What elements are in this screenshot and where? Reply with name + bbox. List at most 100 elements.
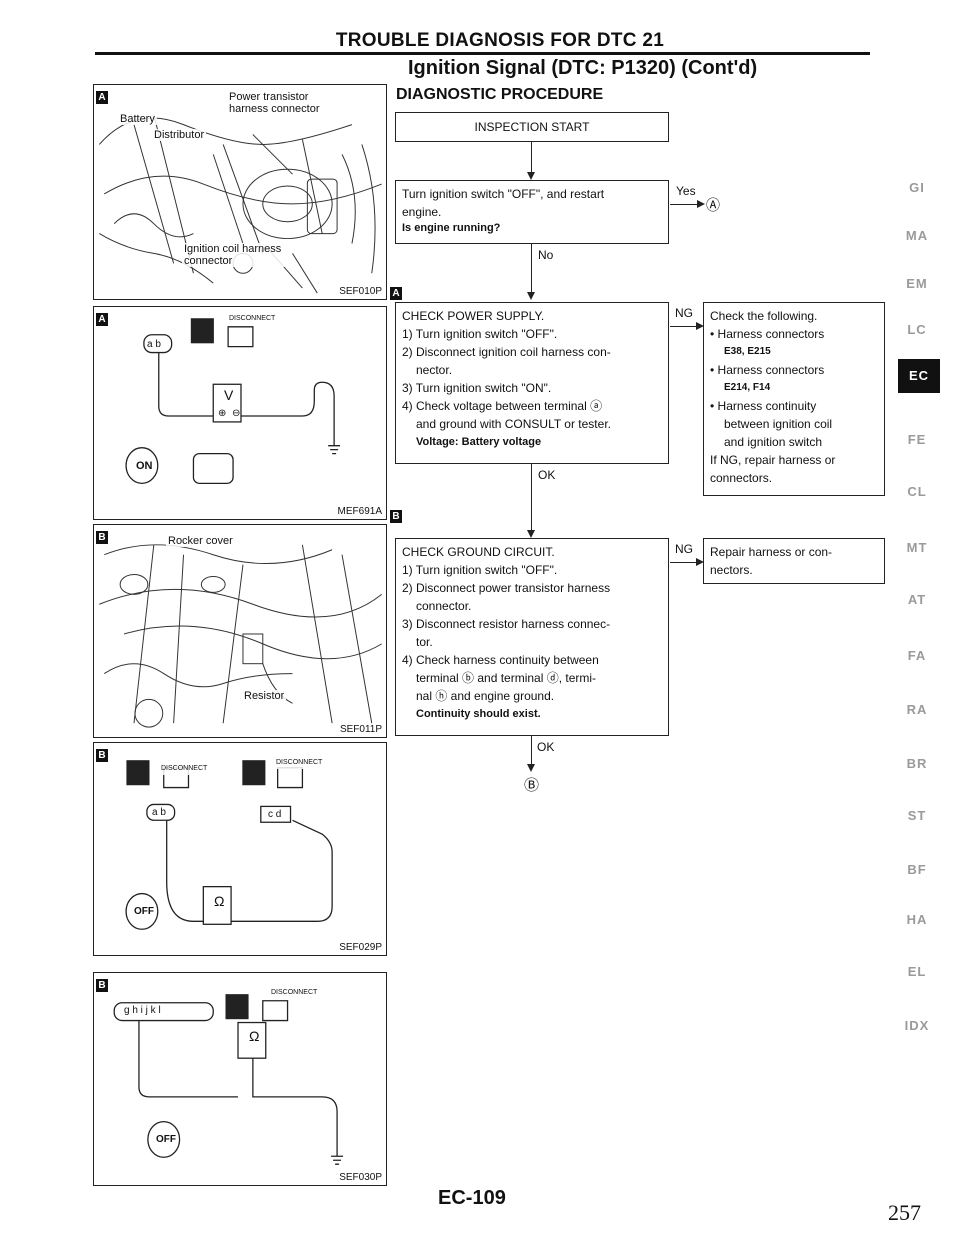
- ng-box-1: Check the following. Harness connectors …: [703, 302, 885, 496]
- ng1-connectors: E38, E215: [724, 346, 771, 357]
- disconnect-label: DISCONNECT: [269, 987, 320, 999]
- flow-connector: [531, 736, 533, 766]
- ng2-text: Repair harness or con-: [710, 545, 833, 559]
- side-tab-em[interactable]: EM: [906, 276, 928, 291]
- figure-marker: B: [96, 531, 108, 544]
- ng1-note: If NG, repair harness or: [710, 453, 836, 467]
- step3-item: 3) Disconnect resistor harness connec-: [402, 617, 611, 631]
- label-resistor: Resistor: [242, 690, 287, 702]
- ng-label: NG: [675, 542, 693, 556]
- flow-connector: [531, 142, 533, 172]
- side-tab-bf[interactable]: BF: [907, 862, 927, 877]
- side-tab-lc[interactable]: LC: [907, 322, 927, 337]
- continuity-test-diagram-2: [113, 994, 344, 1165]
- flow-connector: [670, 204, 698, 206]
- flow-arrow: [527, 530, 535, 538]
- ng1-note: connectors.: [710, 471, 773, 485]
- flow-arrow: [696, 322, 704, 330]
- step3-item: terminal ⓑ and terminal ⓓ, termi-: [416, 671, 597, 685]
- side-tab-fe[interactable]: FE: [907, 432, 927, 447]
- ng-box-2: Repair harness or con- nectors.: [703, 538, 885, 584]
- page-subtitle: Ignition Signal (DTC: P1320) (Cont'd): [408, 57, 758, 79]
- step3-item: 4) Check harness continuity between: [402, 653, 599, 667]
- figure-code: MEF691A: [337, 506, 382, 517]
- label-rocker-cover: Rocker cover: [166, 535, 235, 547]
- header-rule: [95, 52, 870, 55]
- voltmeter-label: V: [224, 387, 234, 403]
- side-tab-ec[interactable]: EC: [898, 359, 940, 393]
- step3-item: nal ⓗ and engine ground.: [416, 689, 555, 703]
- side-tab-mt[interactable]: MT: [906, 540, 928, 555]
- figure-continuity-test-2: B DISCONNECT g h i j k l Ω OFF SEF030P: [93, 972, 387, 1186]
- step3-item: tor.: [416, 635, 433, 649]
- flow-connector: [670, 562, 698, 564]
- step2-item: 1) Turn ignition switch "OFF".: [402, 327, 558, 341]
- footer-code: EC-109: [438, 1187, 506, 1209]
- terminal-labels-1: a b: [152, 807, 166, 818]
- step2-item: 2) Disconnect ignition coil harness con-: [402, 345, 611, 359]
- key-position: OFF: [134, 906, 154, 917]
- ng2-text: nectors.: [710, 563, 753, 577]
- side-tab-br[interactable]: BR: [906, 756, 928, 771]
- step2-item: 4) Check voltage between terminal ⓐ: [402, 399, 603, 413]
- side-tab-ha[interactable]: HA: [906, 912, 928, 927]
- label-distributor: Distributor: [152, 129, 207, 141]
- flow-connector: [670, 326, 698, 328]
- key-position: OFF: [156, 1134, 176, 1145]
- figure-marker: B: [96, 749, 108, 762]
- figure-marker: A: [96, 313, 108, 326]
- end-target: Ⓑ: [524, 777, 540, 794]
- label-power-transistor: Power transistor harness connector: [227, 91, 337, 115]
- figure-marker: A: [96, 91, 108, 104]
- figure-engine-bay-ignition: A Power transistor harness connector Bat…: [93, 84, 387, 300]
- side-tab-at[interactable]: AT: [907, 592, 927, 607]
- ng1-item: Harness connectors: [710, 325, 878, 343]
- meter-minus: ⊖: [232, 408, 241, 419]
- page-number: 257: [888, 1200, 921, 1225]
- flow-connector: [531, 244, 533, 292]
- step1-question: Is engine running?: [402, 222, 501, 234]
- meter-plus: ⊕: [218, 408, 227, 419]
- flow-step-1: Turn ignition switch "OFF", and restart …: [395, 180, 669, 244]
- continuity-test-diagram-1: [125, 760, 333, 930]
- flow-arrow: [697, 200, 705, 208]
- figure-voltage-test: A DISCONNECT a b V ⊕ ⊖ ON MEF691A: [93, 306, 387, 520]
- terminal-labels: a b: [147, 339, 161, 350]
- section-title: DIAGNOSTIC PROCEDURE: [396, 86, 604, 103]
- no-label: No: [538, 248, 554, 262]
- rocker-cover-illustration: [99, 544, 382, 728]
- flow-arrow: [696, 558, 704, 566]
- ng1-item: and ignition switch: [724, 435, 823, 449]
- ok-label: OK: [537, 740, 555, 754]
- label-ignition-coil: Ignition coil harness connector: [182, 243, 292, 267]
- flow-marker-b: B: [390, 510, 402, 523]
- side-tab-fa[interactable]: FA: [907, 648, 927, 663]
- ng1-item: between ignition coil: [724, 417, 833, 431]
- side-tab-ma[interactable]: MA: [905, 228, 929, 243]
- flow-arrow: [527, 764, 535, 772]
- side-tab-ra[interactable]: RA: [906, 702, 928, 717]
- figure-code: SEF029P: [339, 942, 382, 953]
- ng1-item: Harness connectors: [710, 361, 878, 379]
- flow-connector: [531, 464, 533, 530]
- ng-label: NG: [675, 306, 693, 320]
- figure-code: SEF010P: [339, 286, 382, 297]
- step1-text: Turn ignition switch "OFF", and restart: [402, 187, 605, 201]
- disconnect-label-1: DISCONNECT: [159, 763, 210, 775]
- step2-item: nector.: [416, 363, 453, 377]
- ohmmeter-label: Ω: [249, 1028, 260, 1044]
- side-tab-cl[interactable]: CL: [907, 484, 927, 499]
- side-tab-el[interactable]: EL: [907, 964, 927, 979]
- yes-target: Ⓐ: [706, 197, 720, 213]
- key-position: ON: [136, 460, 153, 472]
- step3-item: connector.: [416, 599, 472, 613]
- terminal-labels-2: c d: [268, 809, 282, 820]
- flow-step-2: CHECK POWER SUPPLY. 1) Turn ignition swi…: [395, 302, 669, 464]
- side-tab-st[interactable]: ST: [907, 808, 927, 823]
- side-tab-gi[interactable]: GI: [909, 180, 925, 195]
- side-tab-idx[interactable]: IDX: [904, 1018, 930, 1033]
- step2-item: and ground with CONSULT or tester.: [416, 417, 611, 431]
- page-title: TROUBLE DIAGNOSIS FOR DTC 21: [335, 30, 665, 51]
- step1-text: engine.: [402, 205, 442, 219]
- figure-code: SEF011P: [339, 724, 382, 735]
